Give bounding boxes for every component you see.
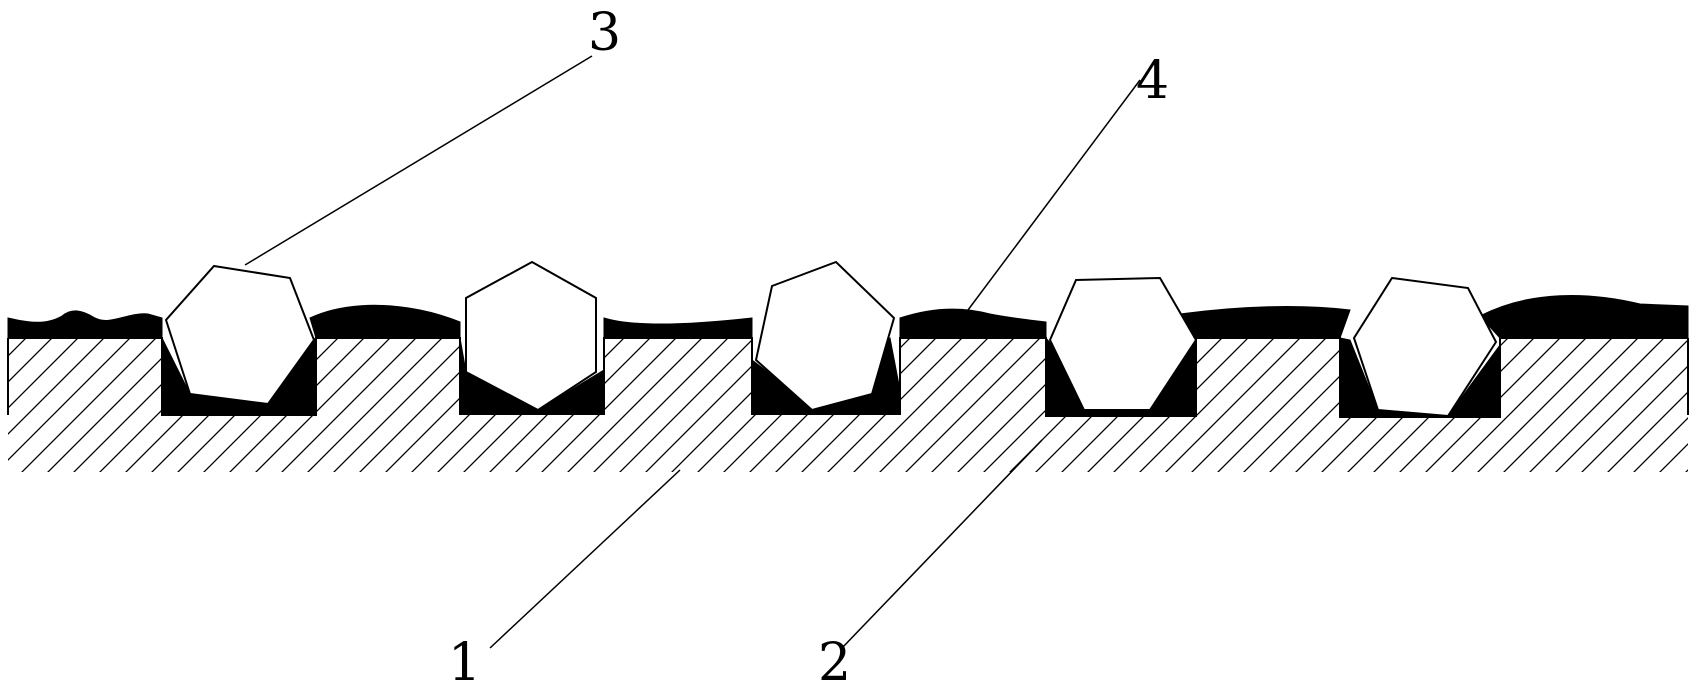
grain-3 xyxy=(754,260,896,412)
grain-1 xyxy=(164,264,316,406)
label-1: 1 xyxy=(448,633,481,686)
grain-5 xyxy=(1352,276,1498,418)
leader-line-4 xyxy=(967,79,1141,311)
label-4: 4 xyxy=(1136,51,1169,111)
label-3: 3 xyxy=(588,3,621,63)
grain-4 xyxy=(1048,276,1198,411)
leader-line-2 xyxy=(841,439,1043,649)
leader-lines xyxy=(244,55,1141,649)
abrasive-grains xyxy=(164,260,1498,418)
leader-line-3 xyxy=(244,55,593,266)
coating-layer xyxy=(7,295,1689,339)
part-labels: 3 4 1 2 xyxy=(448,3,1169,686)
grain-2 xyxy=(465,260,597,412)
leader-line-1 xyxy=(489,469,681,649)
label-2: 2 xyxy=(818,633,851,686)
